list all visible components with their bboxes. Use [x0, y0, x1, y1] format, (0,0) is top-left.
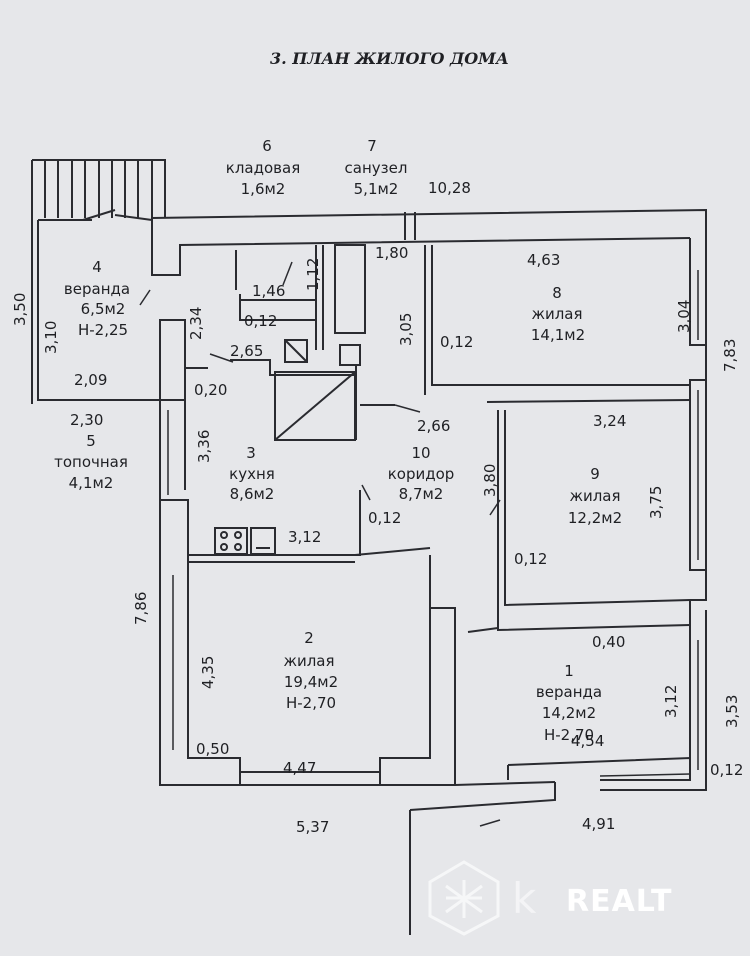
dim-786: 7,86 [132, 591, 150, 625]
windows [167, 270, 699, 777]
interior-walls [185, 212, 691, 935]
dim-454: 4,54 [571, 732, 605, 750]
room-5-area: 4,1м2 [68, 474, 114, 492]
dim-305: 3,05 [397, 312, 415, 346]
dim-265: 2,65 [230, 342, 264, 360]
room-4-name: веранда [63, 280, 131, 298]
room-4-height: Н-2,25 [77, 321, 129, 339]
room-8-name: жилая [531, 305, 583, 323]
dim-112: 1,12 [304, 257, 322, 291]
room-1-height: Н-2,70 [543, 726, 595, 744]
dim-537: 5,37 [296, 818, 330, 836]
room-9-number: 9 [590, 465, 600, 483]
room-1-area: 14,2м2 [541, 704, 597, 722]
dim-312-r1: 3,12 [662, 684, 680, 718]
room-7-area: 5,1м2 [353, 180, 399, 198]
room-5-number: 5 [86, 432, 96, 450]
kufar-logo-icon [428, 860, 500, 936]
dim-012-corr: 0,12 [368, 509, 402, 527]
dim-050: 0,50 [196, 740, 230, 758]
dim-324: 3,24 [593, 412, 627, 430]
dim-350: 3,50 [11, 292, 29, 326]
dim-040: 0,40 [592, 633, 626, 651]
dim-020: 0,20 [194, 381, 228, 399]
dim-230: 2,30 [70, 411, 104, 429]
dim-012-r1: 0,12 [710, 761, 744, 779]
dim-435: 4,35 [199, 655, 217, 689]
watermark-brand-k: k [512, 874, 537, 923]
top-left-porch [31, 159, 166, 404]
dim-783: 7,83 [721, 338, 739, 372]
dim-304: 3,04 [675, 299, 693, 333]
room-6-name: кладовая [225, 159, 301, 177]
dim-209: 2,09 [74, 371, 108, 389]
dim-353: 3,53 [723, 694, 741, 728]
kitchen-fixtures [214, 527, 276, 555]
dim-491: 4,91 [582, 815, 616, 833]
dim-463: 4,63 [527, 251, 561, 269]
room-7-number: 7 [367, 137, 377, 155]
room-2-height: Н-2,70 [285, 694, 337, 712]
room-6-number: 6 [262, 137, 272, 155]
dim-266: 2,66 [417, 417, 451, 435]
dim-012-r9: 0,12 [514, 550, 548, 568]
room-3-name: кухня [229, 465, 275, 483]
veranda-4-walls [37, 209, 160, 401]
exterior-walls [151, 208, 707, 791]
dim-180: 1,80 [375, 244, 409, 262]
room-1-name: веранда [535, 683, 603, 701]
room-6-area: 1,6м2 [240, 180, 286, 198]
room-5-name: топочная [54, 453, 128, 471]
room-10-number: 10 [411, 444, 431, 462]
room-9-area: 12,2м2 [567, 509, 623, 527]
dim-146: 1,46 [252, 282, 286, 300]
dim-447: 4,47 [283, 759, 317, 777]
room-3-area: 8,6м2 [229, 485, 275, 503]
room-10-name: коридор [387, 465, 455, 483]
dim-310: 3,10 [42, 320, 60, 354]
room-8-area: 14,1м2 [530, 326, 586, 344]
dim-012-pantry: 0,12 [244, 312, 278, 330]
room-4-number: 4 [92, 258, 102, 276]
dim-380: 3,80 [481, 463, 499, 497]
room-1-number: 1 [564, 662, 574, 680]
room-7-name: санузел [344, 159, 408, 177]
room-8-number: 8 [552, 284, 562, 302]
room-3-number: 3 [246, 444, 256, 462]
room-4-area: 6,5м2 [80, 300, 126, 318]
room-2-name: жилая [283, 652, 335, 670]
room-10-area: 8,7м2 [398, 485, 444, 503]
page-title: 3. ПЛАН ЖИЛОГО ДОМА [270, 49, 509, 68]
room-9-name: жилая [569, 487, 621, 505]
dim-overall-top: 10,28 [428, 179, 471, 197]
room-2-area: 19,4м2 [283, 673, 339, 691]
watermark-brand-realt: REALT [566, 884, 673, 919]
dim-336: 3,36 [195, 429, 213, 463]
room-2-number: 2 [304, 629, 314, 647]
dim-375: 3,75 [647, 485, 665, 519]
door-lines [139, 261, 501, 827]
dim-012-r8: 0,12 [440, 333, 474, 351]
sanitary-fixtures [274, 244, 366, 441]
dim-312: 3,12 [288, 528, 322, 546]
dim-234: 2,34 [187, 306, 205, 340]
